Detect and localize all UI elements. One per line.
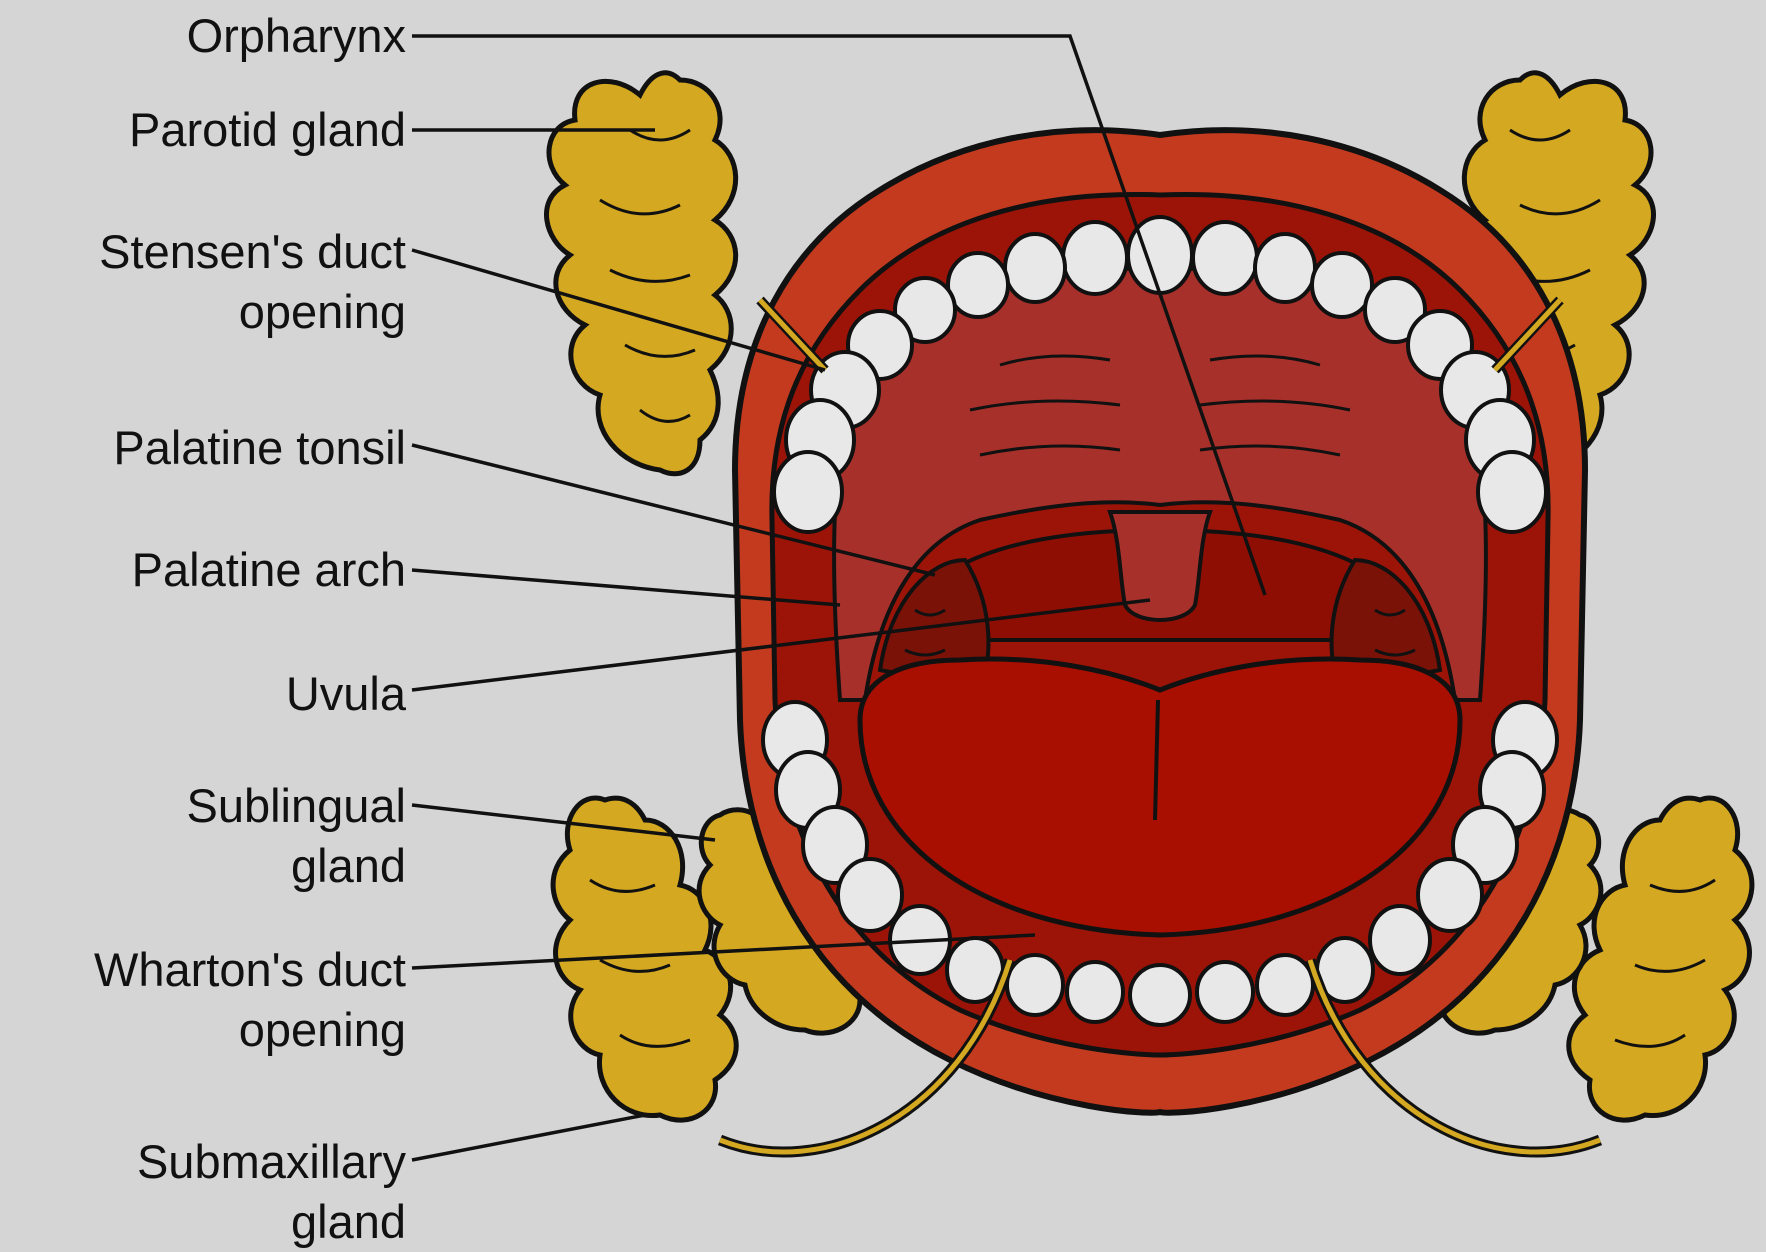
label-orpharynx: Orpharynx — [187, 6, 406, 66]
label-whartons-duct-line2: opening — [94, 1000, 406, 1060]
label-stensens-duct-line2: opening — [99, 282, 406, 342]
leader-sublingual — [412, 805, 715, 840]
label-palatine-tonsil: Palatine tonsil — [113, 418, 406, 478]
label-submaxillary-gland: Submaxillary gland — [137, 1132, 406, 1252]
parotid-gland-left — [546, 73, 735, 474]
label-parotid-gland-text: Parotid gland — [129, 100, 406, 160]
label-whartons-duct: Wharton's duct opening — [94, 940, 406, 1060]
label-sublingual-gland: Sublingual gland — [186, 776, 406, 896]
label-submaxillary-line2: gland — [137, 1192, 406, 1252]
label-sublingual-line1: Sublingual — [186, 776, 406, 836]
label-orpharynx-text: Orpharynx — [187, 6, 406, 66]
label-stensens-duct-line1: Stensen's duct — [99, 222, 406, 282]
leader-submaxillary — [412, 1115, 645, 1160]
label-parotid-gland: Parotid gland — [129, 100, 406, 160]
label-sublingual-line2: gland — [186, 836, 406, 896]
label-palatine-arch: Palatine arch — [132, 540, 406, 600]
label-palatine-arch-text: Palatine arch — [132, 540, 406, 600]
label-submaxillary-line1: Submaxillary — [137, 1132, 406, 1192]
label-uvula-text: Uvula — [286, 664, 406, 724]
label-palatine-tonsil-text: Palatine tonsil — [113, 418, 406, 478]
label-whartons-duct-line1: Wharton's duct — [94, 940, 406, 1000]
label-uvula: Uvula — [286, 664, 406, 724]
label-stensens-duct: Stensen's duct opening — [99, 222, 406, 342]
